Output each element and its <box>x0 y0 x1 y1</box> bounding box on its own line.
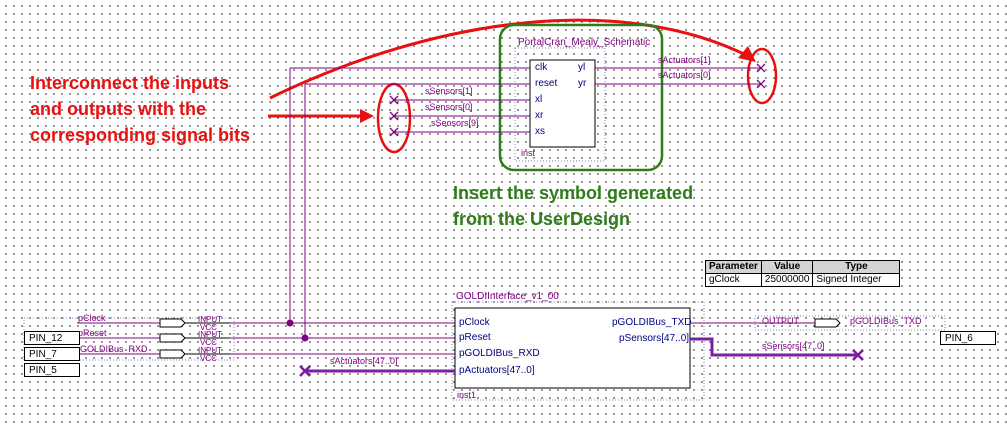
annotation-interconnect: Interconnect the inputs and outputs with… <box>30 70 250 148</box>
annotation-interconnect-line-1: Interconnect the inputs <box>30 73 230 93</box>
annotation-insert-symbol: Insert the symbol generated from the Use… <box>453 180 693 232</box>
user-symbol-input-clk: clk <box>535 62 548 73</box>
input-vcc-preset: VCC <box>200 338 217 347</box>
user-symbol-input-reset: reset <box>535 78 558 89</box>
sensor-ellipse <box>376 82 412 154</box>
user-symbol-dotted <box>514 47 606 162</box>
gold-input-pclock: pClock <box>459 317 490 328</box>
param-value[interactable]: 25000000 <box>760 273 814 287</box>
signal-actuators-1: sActuators[1] <box>658 55 711 65</box>
user-symbol-input-xr: xr <box>535 110 544 121</box>
input-type-preset: INPUT <box>198 330 222 339</box>
input-vcc-prxd: VCC <box>200 354 217 363</box>
pin-12[interactable]: PIN_12 <box>24 331 80 345</box>
gold-input-pactuators: pActuators[47..0] <box>459 365 535 376</box>
signal-sensors-0: sSensors[0] <box>425 102 473 112</box>
actuator-ellipse <box>746 47 778 105</box>
pin-5[interactable]: PIN_5 <box>24 363 80 377</box>
pin-7[interactable]: PIN_7 <box>24 347 80 361</box>
signal-actuators-0: sActuators[0] <box>658 70 711 80</box>
annotation-interconnect-line-3: corresponding signal bits <box>30 125 251 145</box>
input-type-prxd: INPUT <box>198 346 222 355</box>
arrow-head-sensors <box>360 109 374 123</box>
pin-6[interactable]: PIN_6 <box>940 331 996 345</box>
input-name-preset: pReset <box>78 328 107 338</box>
annotation-insert-line-1: Insert the symbol generated <box>453 183 694 203</box>
user-symbol-output-yr: yr <box>578 78 587 89</box>
param-header-parameter: Parameter <box>705 260 762 274</box>
user-symbol-output-yl: yl <box>578 62 586 73</box>
input-type-pclock: INPUT <box>198 315 222 324</box>
gold-output-psensors: pSensors[47..0] <box>619 333 690 344</box>
gold-interface-instance: inst1 <box>457 390 477 400</box>
annotation-interconnect-line-2: and outputs with the <box>30 99 206 119</box>
input-vcc-pclock: VCC <box>200 323 217 332</box>
arrow-to-actuators <box>269 18 753 100</box>
gold-output-ptxd: pGOLDIBus_TXD <box>612 317 692 328</box>
bus-label-sensors: sSensors[47..0] <box>762 341 825 351</box>
input-name-pclock: pClock <box>78 313 106 323</box>
user-symbol-instance: inst <box>521 148 536 158</box>
param-header-value: Value <box>760 260 814 274</box>
user-symbol-input-xl: xl <box>535 94 543 105</box>
signal-sensors-9: sSeosors[9] <box>431 118 479 128</box>
param-name[interactable]: gClock <box>705 273 762 287</box>
annotation-insert-line-2: from the UserDesign <box>453 209 631 229</box>
gold-interface-box[interactable] <box>454 307 691 389</box>
gold-input-prxd: pGOLDIBus_RXD <box>459 348 540 359</box>
user-symbol-title: PortalCran_Mealy_Schematic <box>518 37 651 48</box>
input-name-prxd: pGOLDIBus_RXD <box>75 344 148 354</box>
param-header-type: Type <box>812 260 901 274</box>
gold-interface-title: GOLDIInterface_v1_00 <box>456 291 559 302</box>
output-type-ptxd: OUTPUT <box>762 316 799 326</box>
user-symbol-box[interactable] <box>529 59 596 148</box>
param-type[interactable]: Signed Integer <box>812 273 901 287</box>
user-symbol-input-xs: xs <box>535 126 545 137</box>
output-name-ptxd: pGOLDIBus_TXD <box>850 316 922 326</box>
symbol-highlight <box>498 23 664 172</box>
signal-sensors-1: sSensors[1] <box>425 86 473 96</box>
input-port-shapes <box>159 318 841 359</box>
gold-interface-dotted <box>451 301 705 401</box>
bus-label-actuators: sActuators[47..0] <box>330 356 398 366</box>
gold-input-preset: pReset <box>459 332 491 343</box>
parameter-table: Parameter Value Type gClock 25000000 Sig… <box>705 260 901 287</box>
